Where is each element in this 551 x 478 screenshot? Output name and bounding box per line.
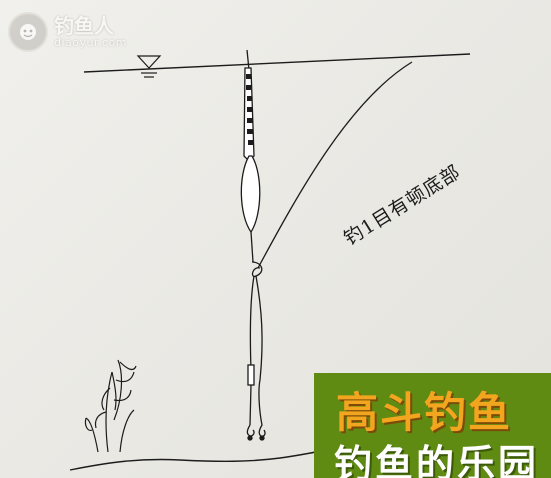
bottom-line bbox=[69, 451, 317, 471]
brand-banner: 高斗钓鱼 钓鱼的乐园 bbox=[314, 373, 551, 478]
banner-title: 高斗钓鱼 bbox=[336, 388, 513, 437]
hooks bbox=[246, 275, 266, 441]
watermark-url: diaoyur.com bbox=[54, 35, 127, 49]
main-line bbox=[257, 61, 413, 269]
water-surface-line bbox=[83, 53, 471, 73]
water-level-icon bbox=[136, 55, 162, 78]
watermark-name: 钓鱼人 bbox=[54, 13, 114, 38]
watermark-text: 钓鱼人 diaoyur.com bbox=[54, 15, 127, 49]
fisherman-logo-icon bbox=[8, 12, 48, 52]
weed-plant bbox=[84, 359, 137, 453]
fishing-float bbox=[240, 49, 261, 263]
banner-subtitle: 钓鱼的乐园 bbox=[334, 442, 540, 478]
watermark: 钓鱼人 diaoyur.com bbox=[8, 10, 127, 54]
fisherman-face-icon bbox=[20, 24, 36, 40]
